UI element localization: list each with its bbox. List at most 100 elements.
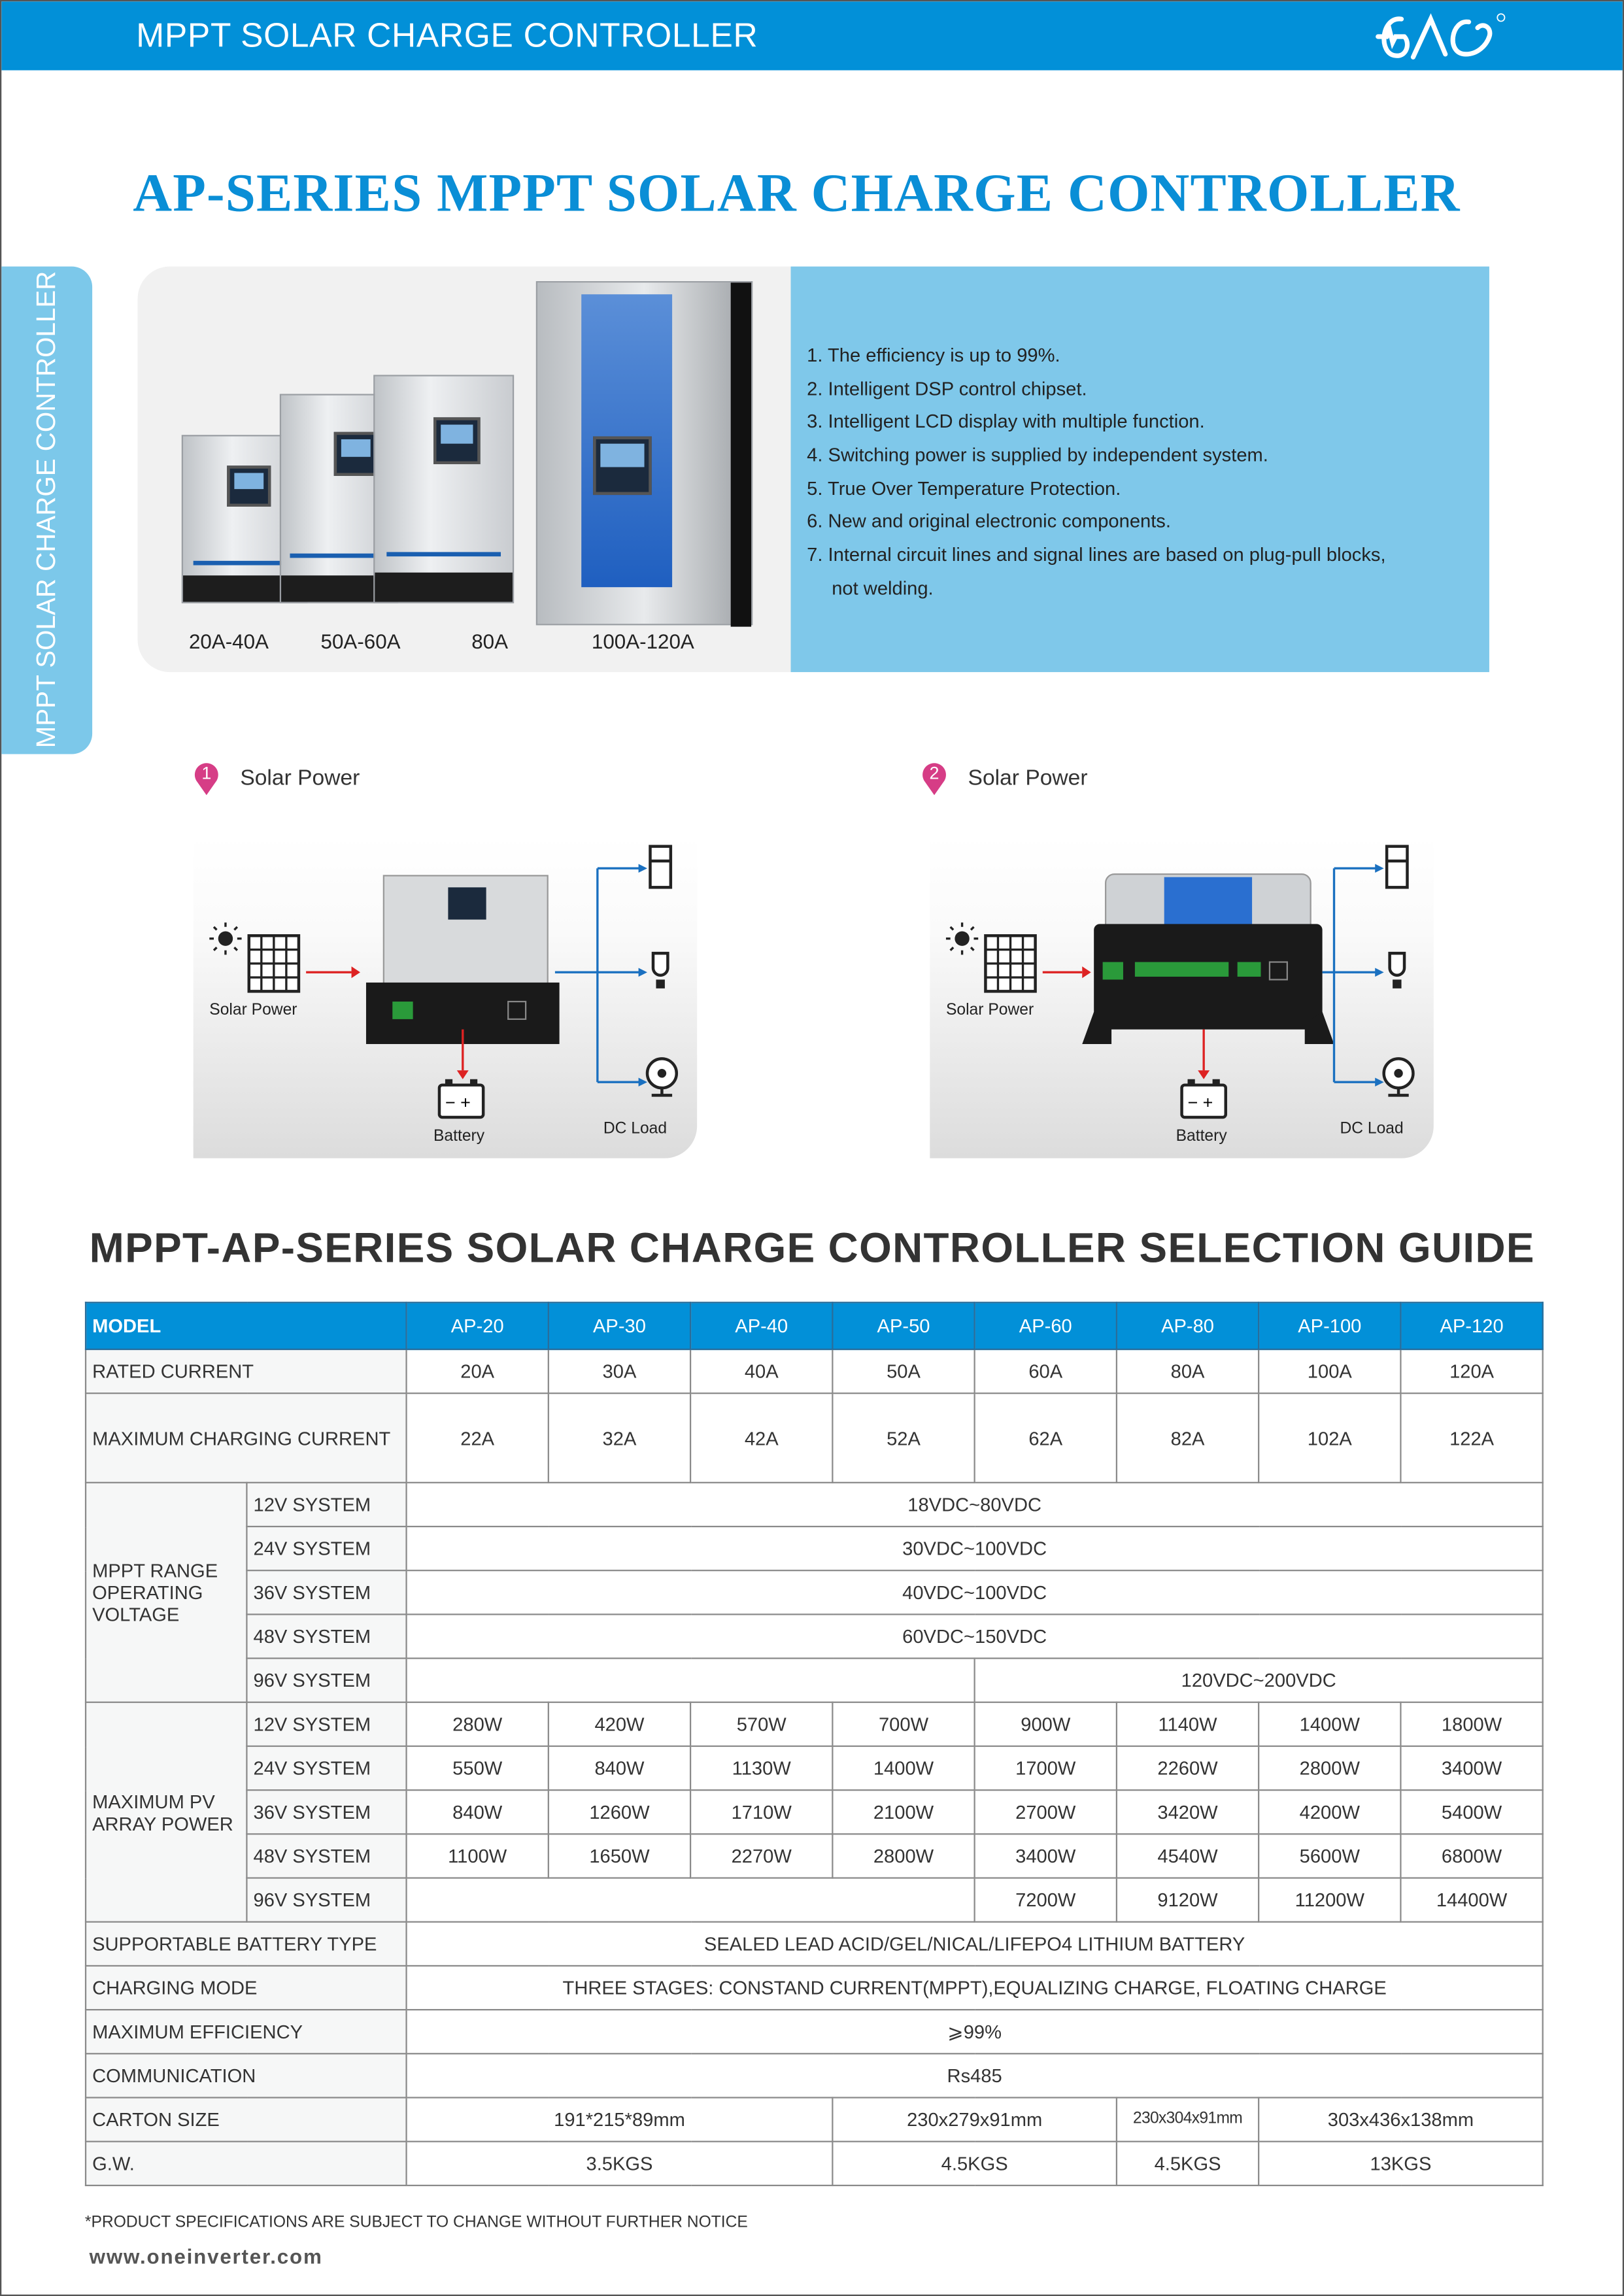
table-cell: 5600W <box>1258 1833 1402 1879</box>
header-title: MPPT SOLAR CHARGE CONTROLLER <box>136 16 758 54</box>
system-label: 12V SYSTEM <box>246 1481 407 1528</box>
table-cell: 4540W <box>1115 1833 1260 1879</box>
table-cell: 9120W <box>1115 1877 1260 1923</box>
wiring-diagram-graphic: − + <box>209 845 679 1119</box>
table-cell: 62A <box>973 1393 1118 1483</box>
system-label: 24V SYSTEM <box>246 1525 407 1572</box>
row-label: SUPPORTABLE BATTERY TYPE <box>84 1921 407 1967</box>
row-label: COMMUNICATION <box>84 2053 407 2099</box>
controller-image-100a-120a <box>535 281 753 627</box>
row-label: MPPT RANGE OPERATING VOLTAGE <box>84 1481 248 1703</box>
diagram-title: Solar Power <box>240 766 360 791</box>
header-cell-model: MODEL <box>84 1302 407 1351</box>
table-cell: 4200W <box>1258 1789 1402 1835</box>
table-cell: 30A <box>547 1348 692 1394</box>
table-cell: 900W <box>973 1701 1118 1747</box>
table-cell: 230x304x91mm <box>1115 2097 1260 2142</box>
table-cell: 13KGS <box>1258 2140 1544 2187</box>
system-label: 24V SYSTEM <box>246 1745 407 1791</box>
dc-load-label: DC Load <box>1340 1120 1404 1138</box>
solar-panel-icon <box>247 934 301 993</box>
table-cell: 3400W <box>1400 1745 1544 1791</box>
table-cell: 32A <box>547 1393 692 1483</box>
table-cell: 840W <box>547 1745 692 1791</box>
table-cell: 11200W <box>1258 1877 1402 1923</box>
load-wiring <box>554 867 642 1083</box>
system-label: 48V SYSTEM <box>246 1613 407 1659</box>
table-cell: 1130W <box>690 1745 834 1791</box>
table-cell: 52A <box>832 1393 975 1483</box>
system-label: 96V SYSTEM <box>246 1877 407 1923</box>
row-label: RATED CURRENT <box>84 1348 407 1394</box>
feature-item: 5. True Over Temperature Protection. <box>807 477 1121 499</box>
feature-item: 6. New and original electronic component… <box>807 510 1171 533</box>
table-cell: THREE STAGES: CONSTAND CURRENT(MPPT),EQU… <box>405 1965 1544 2011</box>
header-cell-model-name: AP-80 <box>1115 1302 1260 1351</box>
table-cell: Rs485 <box>405 2053 1544 2099</box>
table-cell: 122A <box>1400 1393 1544 1483</box>
table-cell: 20A <box>405 1348 549 1394</box>
solar-power-label: Solar Power <box>945 1002 1034 1019</box>
diagram-title: Solar Power <box>968 766 1088 791</box>
header-cell-model-name: AP-20 <box>405 1302 549 1351</box>
table-cell: 5400W <box>1400 1789 1544 1835</box>
sun-icon <box>945 922 979 955</box>
table-row-max-efficiency: MAXIMUM EFFICIENCY⩾99% <box>84 2009 1544 2055</box>
arrow-down-icon <box>1198 1029 1210 1079</box>
marker-number: 2 <box>929 762 939 784</box>
system-label: 48V SYSTEM <box>246 1833 407 1879</box>
table-cell: 1400W <box>832 1745 975 1791</box>
wiring-diagram-2: − + Solar Power Battery DC Load <box>930 836 1434 1158</box>
fan-icon <box>1382 1057 1415 1097</box>
table-cell: 40A <box>690 1348 834 1394</box>
header-cell-model-name: AP-100 <box>1258 1302 1402 1351</box>
table-cell: 230x279x91mm <box>832 2097 1118 2142</box>
header-cell-model-name: AP-120 <box>1400 1302 1544 1351</box>
selection-guide-title: MPPT-AP-SERIES SOLAR CHARGE CONTROLLER S… <box>89 1225 1535 1273</box>
light-bulb-icon <box>1388 951 1406 988</box>
system-label: 96V SYSTEM <box>246 1657 407 1703</box>
table-cell: 120A <box>1400 1348 1544 1394</box>
battery-label: Battery <box>433 1127 485 1145</box>
feature-item: 1. The efficiency is up to 99%. <box>807 344 1060 366</box>
table-cell: 80A <box>1115 1348 1260 1394</box>
feature-item: 2. Intelligent DSP control chipset. <box>807 377 1087 399</box>
table-cell: 2260W <box>1115 1745 1260 1791</box>
marker-number-wrap: 2 <box>921 760 947 795</box>
empty-cell <box>405 1877 975 1923</box>
feature-item: 7. Internal circuit lines and signal lin… <box>807 543 1386 566</box>
table-cell: 700W <box>832 1701 975 1747</box>
table-cell: 60A <box>973 1348 1118 1394</box>
dc-load-label: DC Load <box>603 1120 668 1138</box>
main-title: AP-SERIES MPPT SOLAR CHARGE CONTROLLER <box>133 163 1461 224</box>
product-label: 100A-120A <box>591 630 694 653</box>
table-cell: 3.5KGS <box>405 2140 834 2187</box>
table-cell: 550W <box>405 1745 549 1791</box>
table-cell: 1650W <box>547 1833 692 1879</box>
table-cell: 22A <box>405 1393 549 1483</box>
table-cell: 191*215*89mm <box>405 2097 834 2142</box>
table-cell: 1100W <box>405 1833 549 1879</box>
table-cell: 303x436x138mm <box>1258 2097 1544 2142</box>
system-label: 36V SYSTEM <box>246 1570 407 1615</box>
table-cell: 18VDC~80VDC <box>405 1481 1544 1528</box>
table-cell: 3400W <box>973 1833 1118 1879</box>
table-cell: 30VDC~100VDC <box>405 1525 1544 1572</box>
website-link[interactable]: www.oneinverter.com <box>89 2244 323 2269</box>
table-cell: 1400W <box>1258 1701 1402 1747</box>
feature-item: 3. Intelligent LCD display with multiple… <box>807 410 1205 433</box>
table-cell: 40VDC~100VDC <box>405 1570 1544 1615</box>
table-cell: 3420W <box>1115 1789 1260 1835</box>
header-cell-model-name: AP-40 <box>690 1302 834 1351</box>
